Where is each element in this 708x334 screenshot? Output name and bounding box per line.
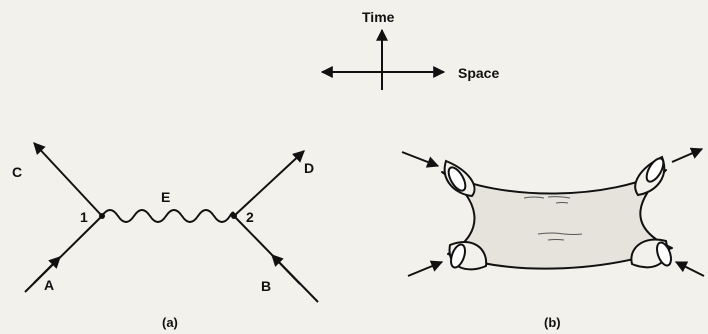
worldsheet-surface [441,169,673,270]
caption-a: (a) [162,315,178,330]
vertex-2 [231,213,237,219]
tube-bottom-right [630,238,672,269]
label-b: B [261,278,271,294]
arrow-b [271,254,301,285]
arrow-in-bottom-left [407,260,444,277]
surface-shading [523,196,583,241]
label-vertex-2: 2 [246,209,254,225]
arrow-in-bottom-right [674,261,705,277]
tube-bottom-left [448,240,488,271]
arrow-in-top-left [401,151,440,168]
photon-line-e [101,209,235,223]
string-worldsheet: (b) [401,147,705,330]
label-e: E [161,189,170,205]
line-1-to-c [33,142,103,217]
label-d: D [304,160,314,176]
line-2-to-d [233,150,305,217]
time-label: Time [362,9,395,25]
vertex-1 [99,213,105,219]
label-c: C [12,164,22,180]
arrow-a [33,256,61,284]
caption-b: (b) [544,315,561,330]
label-a: A [44,277,54,293]
arrow-out-top-right [671,147,704,163]
tube-top-right [634,155,666,197]
feynman-diagram: C D E A B 1 2 (a) [12,142,319,330]
label-vertex-1: 1 [80,209,88,225]
spacetime-axes: Time Space [320,9,499,90]
space-label: Space [458,65,499,81]
tube-top-left [443,159,476,198]
